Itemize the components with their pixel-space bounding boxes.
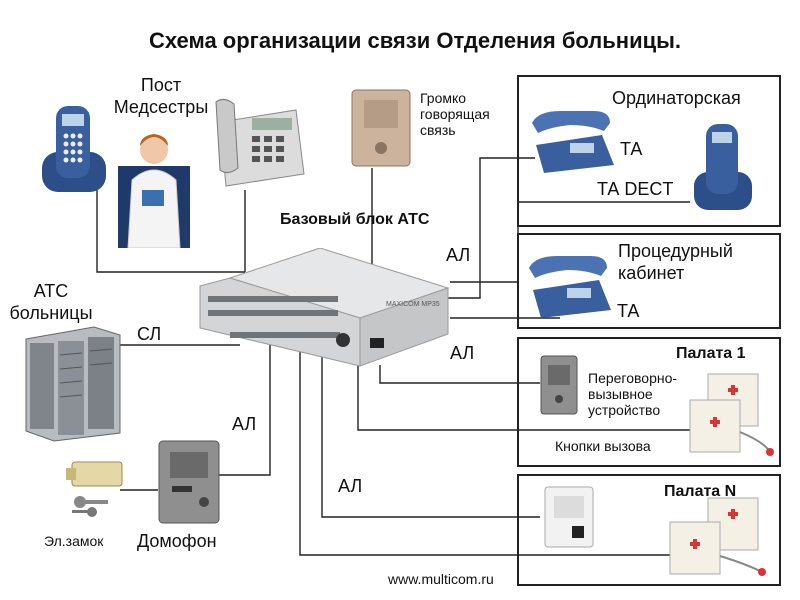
door-phone-panel-icon xyxy=(158,440,220,529)
dect-phone-icon xyxy=(38,100,110,201)
room-ward1 xyxy=(517,337,781,467)
line-label-al-door: АЛ xyxy=(232,414,257,434)
ordinatorskaya-ta-dect: ТА DECT xyxy=(597,179,674,199)
desk-phone-blue-icon xyxy=(530,105,616,180)
intercom-panel-icon xyxy=(540,355,578,420)
ward1-intercom-line3: устройство xyxy=(588,402,661,418)
hospital-pbx-line2: больницы xyxy=(9,303,93,323)
hospital-pbx-line1: АТС xyxy=(33,281,69,301)
wire-ordinatorskaya-ta xyxy=(445,157,535,299)
door-phone-label: Домофон xyxy=(137,531,217,551)
nurse-post-line1: Пост xyxy=(140,75,182,95)
loudspeaker-icon xyxy=(350,88,412,173)
pbx-base-unit-icon: MAXICOM MP35 xyxy=(190,247,450,373)
line-label-al-ordinatorskaya: АЛ xyxy=(446,245,471,265)
procedure-line1: Процедурный xyxy=(618,241,733,261)
nurse-icon xyxy=(118,120,190,253)
procedure-ta: ТА xyxy=(617,301,640,321)
line-label-al-wards: АЛ xyxy=(450,343,475,363)
call-buttons-icon xyxy=(684,372,776,463)
wire-wardN-speaker xyxy=(321,352,540,518)
loudspeaker-line3: связь xyxy=(420,122,456,138)
wire-ward1-intercom xyxy=(379,365,540,384)
ward1-intercom-label: Переговорно- вызывное устройство xyxy=(588,370,677,418)
call-buttons-icon xyxy=(666,496,770,585)
base-unit-brand: MAXICOM MP35 xyxy=(386,301,440,308)
room-ordinatorskaya xyxy=(517,75,781,227)
dect-phone-icon xyxy=(690,118,756,219)
ward1-buttons-label: Кнопки вызова xyxy=(555,438,651,454)
lock-label: Эл.замок xyxy=(44,533,104,549)
ordinatorskaya-title: Ординаторская xyxy=(612,88,741,108)
wire-wardN-buttons xyxy=(299,352,670,556)
loudspeaker-label: Громко говорящая связь xyxy=(420,90,490,138)
loudspeaker-line2: говорящая xyxy=(420,106,490,122)
ward1-intercom-line2: вызывное xyxy=(588,386,653,402)
nurse-post-label: Пост Медсестры xyxy=(106,74,216,118)
room-wardN xyxy=(517,474,781,586)
procedure-label: Процедурный кабинет xyxy=(618,240,733,284)
ward1-intercom-line1: Переговорно- xyxy=(588,370,678,386)
hospital-pbx-label: АТС больницы xyxy=(6,280,96,324)
wire-dect-left xyxy=(96,190,245,273)
base-unit-label: Базовый блок АТС xyxy=(280,211,430,228)
ward1-title: Палата 1 xyxy=(676,345,746,362)
loudspeaker-line1: Громко xyxy=(420,90,467,106)
diagram-title: Схема организации связи Отделения больни… xyxy=(148,28,682,53)
desk-phone-icon xyxy=(212,96,308,193)
nurse-post-line2: Медсестры xyxy=(113,97,209,117)
wire-ward1-buttons xyxy=(357,365,690,431)
ordinatorskaya-ta: ТА xyxy=(620,139,643,159)
line-label-sl: СЛ xyxy=(137,324,162,344)
wire-door-phone xyxy=(218,340,271,476)
server-rack-icon xyxy=(24,325,122,448)
line-label-al-wardN: АЛ xyxy=(338,476,363,496)
room-procedure xyxy=(517,233,781,329)
electric-lock-icon xyxy=(64,458,124,527)
procedure-line2: кабинет xyxy=(618,263,685,283)
website-url[interactable]: www.multicom.ru xyxy=(388,571,494,587)
wardN-title: Палата N xyxy=(664,483,737,500)
desk-phone-blue-icon xyxy=(527,250,613,325)
ceiling-speaker-icon xyxy=(544,486,594,553)
